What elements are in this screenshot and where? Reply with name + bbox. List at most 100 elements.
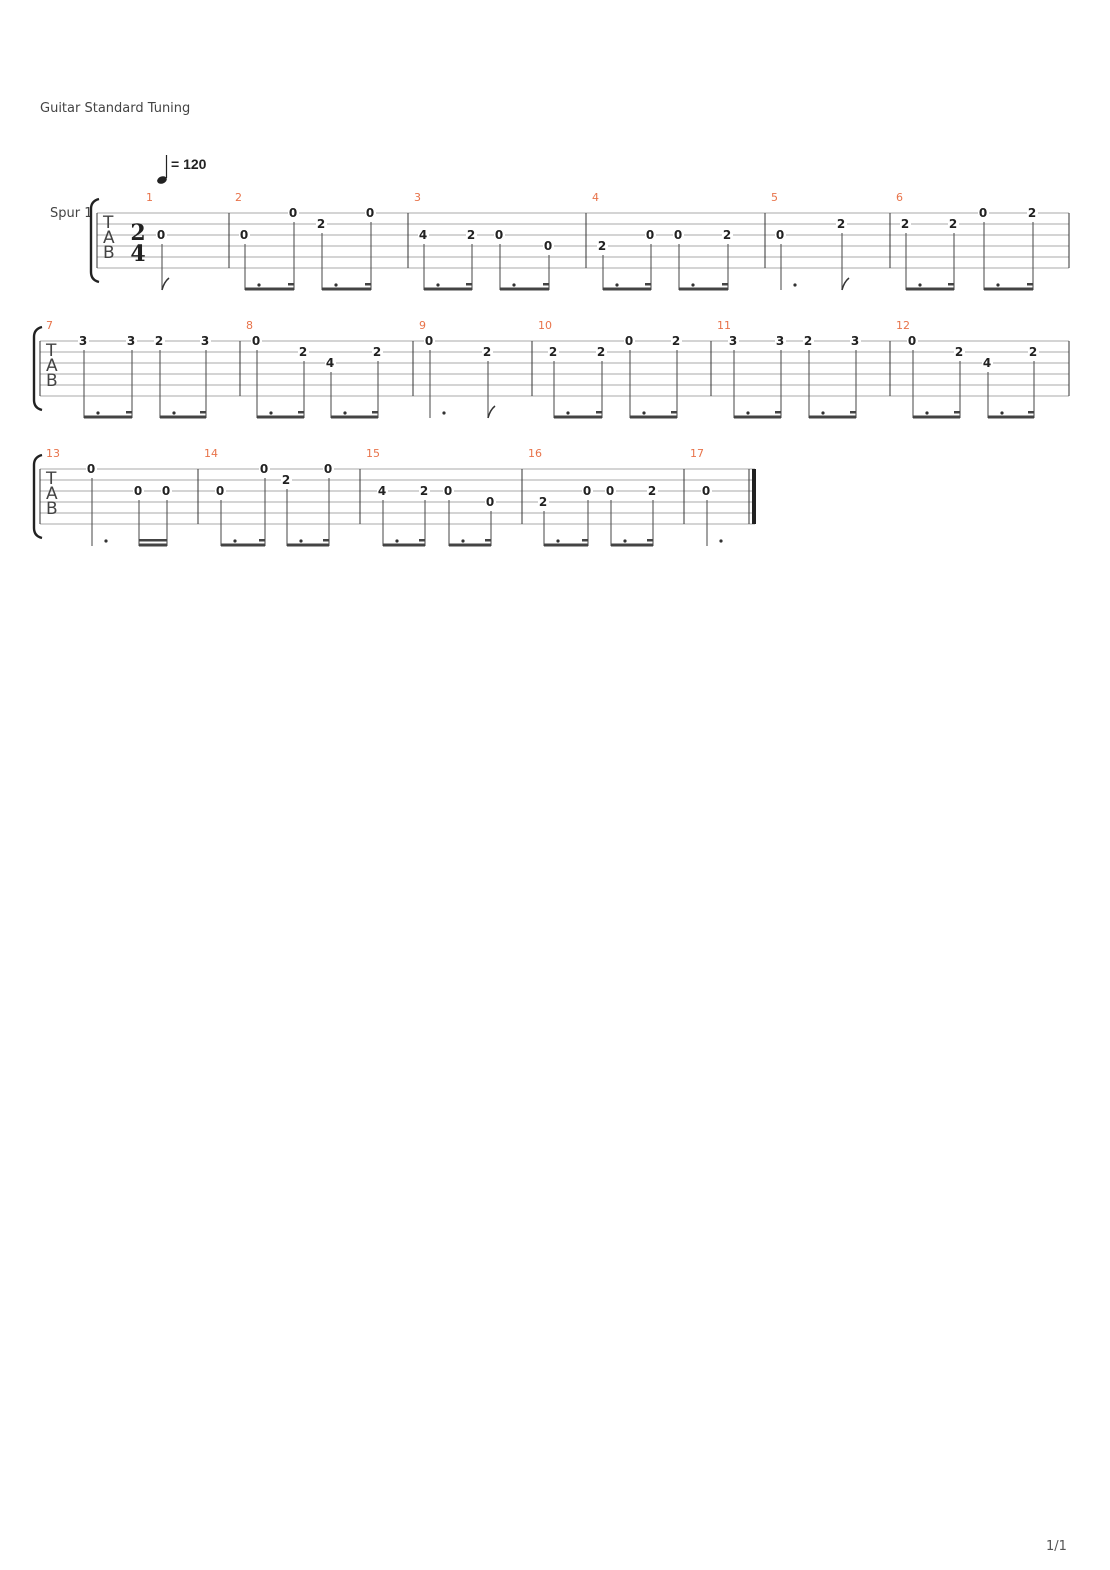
measure-number: 7 bbox=[46, 319, 53, 332]
tuning-label: Guitar Standard Tuning bbox=[40, 101, 191, 116]
note-beam-partial bbox=[1027, 283, 1033, 286]
tab-clef-letter: T bbox=[45, 469, 57, 489]
note-beam-partial bbox=[365, 283, 371, 286]
note-beam bbox=[449, 543, 491, 547]
fret-background bbox=[281, 475, 292, 487]
note-beam-partial bbox=[954, 411, 960, 414]
fret-background bbox=[466, 230, 477, 242]
fret-background bbox=[543, 241, 554, 253]
note-beam bbox=[424, 287, 472, 291]
fret-number: 0 bbox=[486, 495, 494, 509]
note-beam bbox=[500, 287, 549, 291]
fret-background bbox=[596, 347, 607, 359]
duration-dot bbox=[269, 411, 273, 415]
note-beam-partial bbox=[647, 539, 653, 542]
measure-number: 12 bbox=[896, 319, 910, 332]
duration-dot bbox=[299, 539, 303, 543]
fret-number: 2 bbox=[467, 228, 475, 242]
measure-number: 1 bbox=[146, 191, 153, 204]
duration-dot bbox=[925, 411, 929, 415]
duration-dot bbox=[821, 411, 825, 415]
fret-background bbox=[443, 486, 454, 498]
fret-background bbox=[419, 486, 430, 498]
note-beam bbox=[245, 287, 294, 291]
note-beam-partial bbox=[466, 283, 472, 286]
note-beam-partial bbox=[645, 283, 651, 286]
fret-number: 4 bbox=[326, 356, 334, 370]
duration-dot bbox=[615, 283, 619, 287]
note-beam bbox=[913, 415, 960, 419]
note-beam-partial bbox=[1028, 411, 1034, 414]
duration-dot bbox=[233, 539, 237, 543]
duration-dot bbox=[442, 411, 446, 415]
fret-background bbox=[803, 336, 814, 348]
note-beam-partial bbox=[671, 411, 677, 414]
system-bracket bbox=[89, 197, 100, 284]
measure-number: 17 bbox=[690, 447, 704, 460]
fret-number: 0 bbox=[495, 228, 503, 242]
measure-number: 5 bbox=[771, 191, 778, 204]
note-beam-partial bbox=[722, 283, 728, 286]
measure-number: 6 bbox=[896, 191, 903, 204]
note-beam-partial bbox=[596, 411, 602, 414]
note-beam bbox=[287, 543, 329, 547]
measure-number: 8 bbox=[246, 319, 253, 332]
duration-dot bbox=[793, 283, 797, 287]
fret-number: 2 bbox=[549, 345, 557, 359]
duration-dot bbox=[691, 283, 695, 287]
note-beam bbox=[611, 543, 653, 547]
fret-number: 0 bbox=[776, 228, 784, 242]
fret-background bbox=[645, 230, 656, 242]
duration-dot bbox=[623, 539, 627, 543]
measure-number: 11 bbox=[717, 319, 731, 332]
duration-dot bbox=[556, 539, 560, 543]
fret-number: 0 bbox=[366, 206, 374, 220]
fret-number: 0 bbox=[425, 334, 433, 348]
note-beam-partial bbox=[582, 539, 588, 542]
fret-background bbox=[259, 464, 270, 476]
duration-dot bbox=[104, 539, 108, 543]
tab-clef-letter: T bbox=[45, 341, 57, 361]
tab-clef-letter: A bbox=[103, 228, 115, 248]
note-beam bbox=[257, 415, 304, 419]
duration-dot bbox=[746, 411, 750, 415]
tab-clef-letter: T bbox=[102, 213, 114, 233]
final-bar-line bbox=[752, 469, 756, 524]
measure-number: 9 bbox=[419, 319, 426, 332]
fret-number: 3 bbox=[776, 334, 784, 348]
fret-number: 2 bbox=[804, 334, 812, 348]
fret-background bbox=[954, 347, 965, 359]
note-beam-partial bbox=[485, 539, 491, 542]
fret-background bbox=[624, 336, 635, 348]
fret-number: 2 bbox=[373, 345, 381, 359]
fret-background bbox=[836, 219, 847, 231]
fret-number: 2 bbox=[955, 345, 963, 359]
measure-number: 13 bbox=[46, 447, 60, 460]
fret-background bbox=[239, 230, 250, 242]
note-beam bbox=[630, 415, 677, 419]
measure-number: 4 bbox=[592, 191, 599, 204]
fret-background bbox=[948, 219, 959, 231]
eighth-flag bbox=[487, 405, 496, 419]
fret-number: 2 bbox=[282, 473, 290, 487]
note-beam-partial bbox=[775, 411, 781, 414]
note-beam bbox=[603, 287, 651, 291]
note-beam-secondary bbox=[139, 539, 167, 542]
fret-background bbox=[548, 347, 559, 359]
fret-number: 0 bbox=[162, 484, 170, 498]
fret-number: 0 bbox=[979, 206, 987, 220]
fret-background bbox=[982, 358, 993, 370]
fret-background bbox=[485, 497, 496, 509]
note-beam-partial bbox=[850, 411, 856, 414]
fret-background bbox=[316, 219, 327, 231]
measure-number: 15 bbox=[366, 447, 380, 460]
fret-background bbox=[647, 486, 658, 498]
tab-clef-letter: A bbox=[46, 484, 58, 504]
fret-number: 0 bbox=[908, 334, 916, 348]
fret-number: 0 bbox=[252, 334, 260, 348]
fret-number: 0 bbox=[544, 239, 552, 253]
fret-background bbox=[372, 347, 383, 359]
note-beam-partial bbox=[323, 539, 329, 542]
fret-number: 2 bbox=[317, 217, 325, 231]
